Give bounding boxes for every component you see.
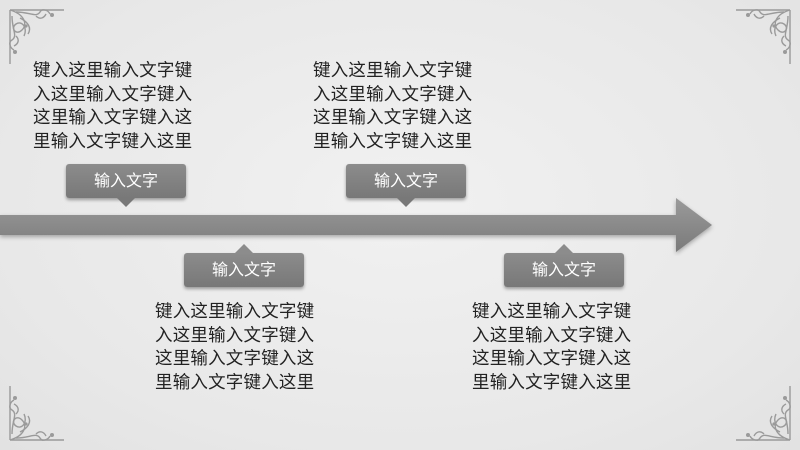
text-line: 入这里输入文字键入 bbox=[313, 84, 473, 105]
ornamental-corner-icon bbox=[9, 386, 64, 441]
ornamental-corner-icon bbox=[736, 9, 791, 64]
text-line: 入这里输入文字键入 bbox=[155, 325, 315, 346]
upper-item-1-text: 键入这里输入文字键 入这里输入文字键入 这里输入文字键入这 里输入文字键入这里 bbox=[33, 60, 223, 154]
upper-item-2-text: 键入这里输入文字键 入这里输入文字键入 这里输入文字键入这 里输入文字键入这里 bbox=[313, 60, 503, 154]
lower-item-1-label[interactable]: 输入文字 bbox=[184, 244, 304, 287]
upper-item-2-label[interactable]: 输入文字 bbox=[346, 164, 466, 207]
text-line: 键入这里输入文字键 bbox=[472, 302, 632, 322]
text-line: 这里输入文字键入这 bbox=[472, 349, 632, 369]
text-line: 键入这里输入文字键 bbox=[155, 302, 315, 322]
timeline-arrow-icon bbox=[0, 198, 712, 252]
text-line: 这里输入文字键入这 bbox=[313, 108, 473, 128]
text-line: 里输入文字键入这里 bbox=[313, 131, 473, 152]
lower-item-2-text: 键入这里输入文字键 入这里输入文字键入 这里输入文字键入这 里输入文字键入这里 bbox=[472, 301, 662, 395]
text-line: 这里输入文字键入这 bbox=[155, 349, 315, 369]
text-line: 键入这里输入文字键 bbox=[313, 61, 473, 81]
text-line: 里输入文字键入这里 bbox=[33, 131, 193, 152]
ornamental-corner-icon bbox=[736, 386, 791, 441]
text-line: 里输入文字键入这里 bbox=[155, 372, 315, 393]
text-line: 键入这里输入文字键 bbox=[33, 61, 193, 81]
text-line: 入这里输入文字键入 bbox=[33, 84, 193, 105]
text-line: 里输入文字键入这里 bbox=[472, 372, 632, 393]
text-line: 这里输入文字键入这 bbox=[33, 108, 193, 128]
text-line: 入这里输入文字键入 bbox=[472, 325, 632, 346]
upper-item-1-label[interactable]: 输入文字 bbox=[66, 164, 186, 207]
lower-item-1-text: 键入这里输入文字键 入这里输入文字键入 这里输入文字键入这 里输入文字键入这里 bbox=[155, 301, 345, 395]
ornamental-corner-icon bbox=[9, 9, 64, 64]
lower-item-2-label[interactable]: 输入文字 bbox=[504, 244, 624, 287]
